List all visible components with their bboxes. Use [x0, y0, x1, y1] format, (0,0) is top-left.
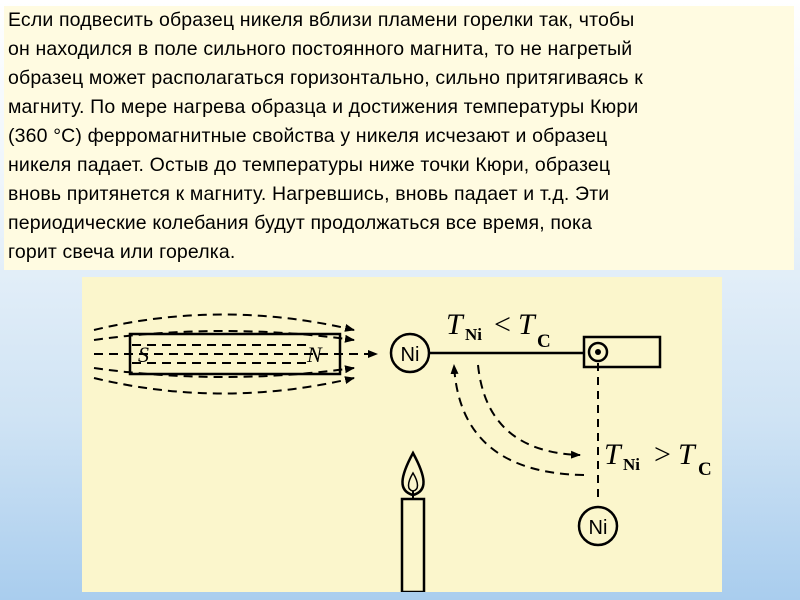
field-line-top-mid	[93, 330, 355, 343]
magnet-pole-south: S	[138, 342, 149, 367]
swing-arc-down	[477, 364, 581, 459]
field-line-bottom-mid	[93, 365, 355, 378]
pivot-ring	[587, 341, 609, 363]
magnetic-field-lines	[93, 313, 378, 395]
diagram-svg: S N Ni Ni T Ni < T C T Ni > T	[93, 308, 712, 592]
svg-text:Ni: Ni	[465, 325, 482, 344]
svg-text:T: T	[518, 308, 537, 341]
svg-text:<: <	[494, 308, 511, 341]
svg-text:T: T	[446, 308, 465, 341]
candle	[400, 450, 426, 592]
magnet-bar	[128, 332, 342, 376]
svg-text:Ni: Ni	[623, 455, 640, 474]
svg-text:C: C	[537, 331, 551, 352]
description-text-block: Если подвесить образец никеля вблизи пла…	[4, 6, 794, 270]
pivot-dot	[595, 349, 601, 355]
svg-text:T: T	[604, 438, 623, 471]
field-line-top-outer	[93, 313, 355, 332]
magnet-pole-north: N	[306, 342, 323, 367]
candle-flame-inner	[407, 471, 419, 492]
swing-arc-up	[450, 364, 585, 476]
candle-body	[400, 497, 426, 592]
nickel-sample-bottom	[577, 505, 619, 547]
svg-text:C: C	[698, 459, 712, 480]
paragraph-line-5: (360 °С) ферромагнитные свойства у никел…	[8, 125, 608, 147]
svg-text:T: T	[678, 438, 697, 471]
pivot-holder	[582, 335, 662, 369]
curie-point-diagram: S N Ni Ni T Ni < T C T Ni > T	[82, 277, 722, 592]
paragraph-line-9: горит свеча или горелка.	[8, 241, 236, 263]
paragraph-line-6: никеля падает. Остыв до температуры ниже…	[8, 154, 611, 176]
nickel-sample-top-label: Ni	[401, 344, 420, 366]
svg-text:>: >	[654, 438, 671, 471]
paragraph-line-4: магниту. По мере нагрева образца и дости…	[8, 96, 639, 118]
nickel-sample-bottom-label: Ni	[589, 517, 608, 539]
condition-hot-label: T Ni > T C	[604, 438, 712, 480]
paragraph-line-3: образец может располагаться горизонтальн…	[8, 67, 643, 89]
paragraph-line-2: он находился в поле сильного постоянного…	[8, 38, 633, 60]
condition-cold-label: T Ni < T C	[446, 308, 551, 352]
paragraph-line-7: вновь притянется к магниту. Нагревшись, …	[8, 183, 610, 205]
paragraph-line-1: Если подвесить образец никеля вблизи пла…	[8, 9, 635, 31]
paragraph-line-8: периодические колебания будут продолжать…	[8, 212, 593, 234]
field-line-bottom-outer	[93, 376, 355, 395]
